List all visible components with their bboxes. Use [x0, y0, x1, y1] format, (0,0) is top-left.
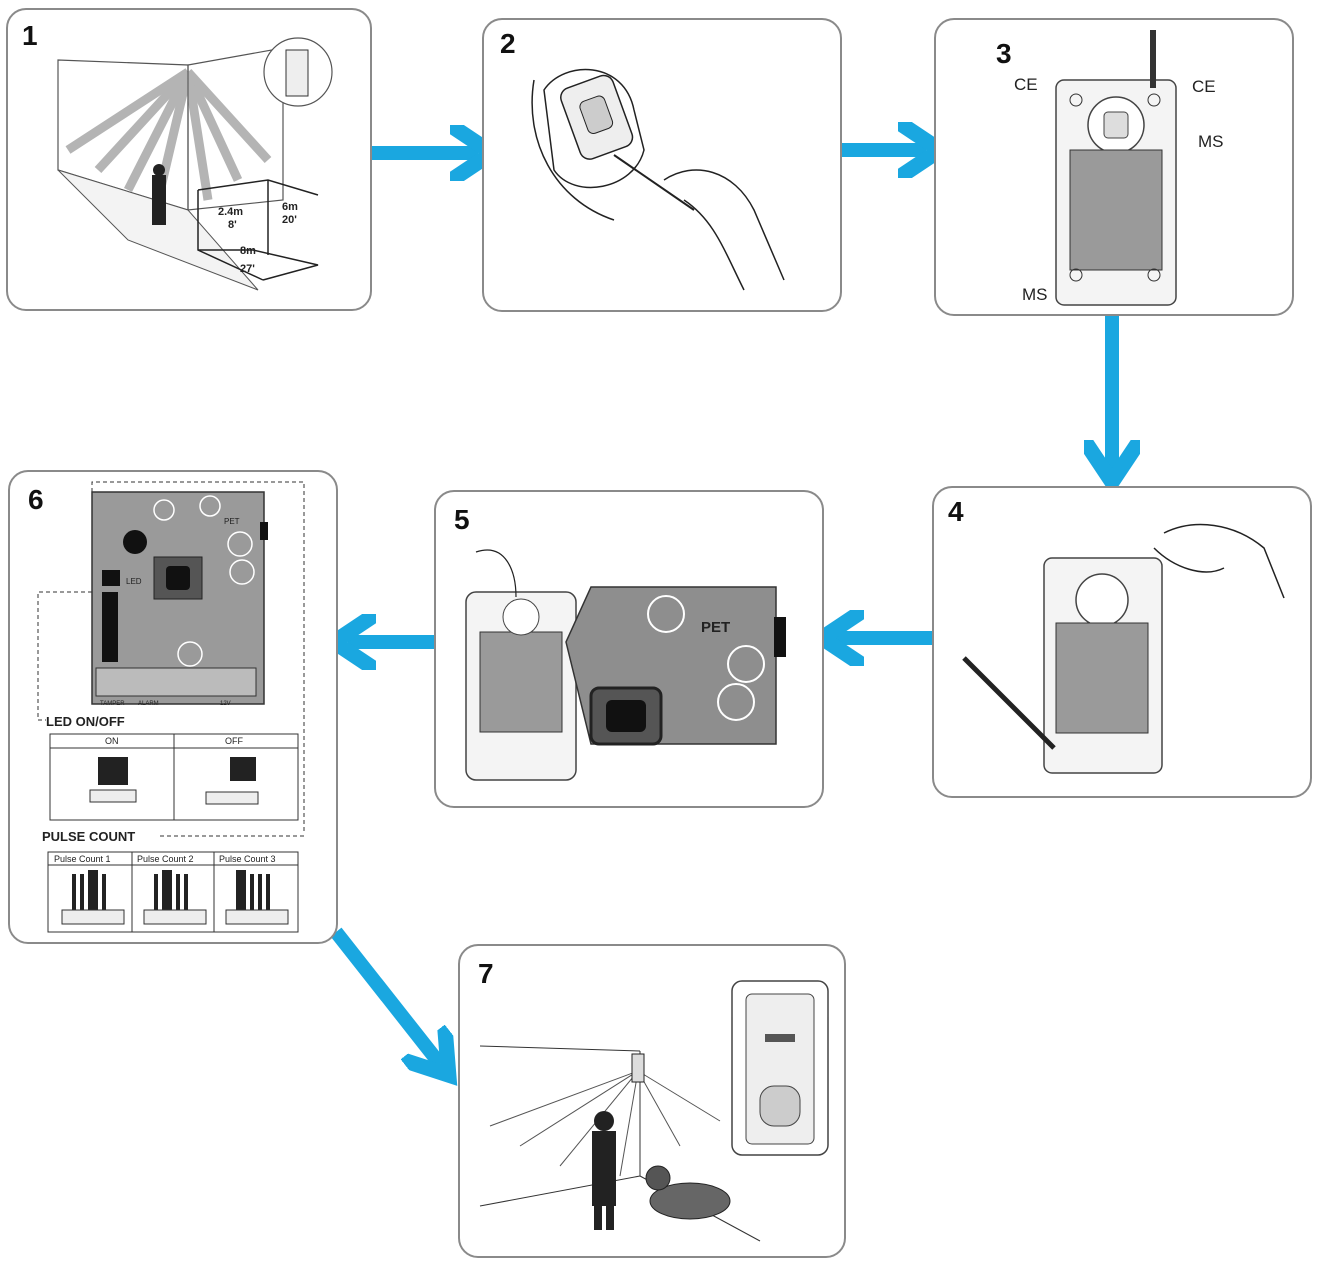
tamper-label: TAMPER: [100, 701, 125, 707]
pulse-count-title: PULSE COUNT: [42, 829, 135, 844]
ce-left-label: CE: [1014, 75, 1038, 94]
pet-label: PET: [701, 619, 730, 636]
step-1-panel: 1 2.4m 8' 6m 20' 8m 27': [6, 8, 372, 311]
pulse-count-1-label: Pulse Count 1: [54, 854, 111, 864]
pulse-count-2-label: Pulse Count 2: [137, 854, 194, 864]
led-onoff-title: LED ON/OFF: [46, 714, 125, 729]
led-label: LED: [126, 577, 142, 586]
step-6-panel: 6 PET LED TAMPER ALARM 12V LED ON/OFF ON…: [8, 470, 338, 944]
room-coverage-illustration: 2.4m 8' 6m 20' 8m 27': [57, 37, 333, 291]
step-number: 2: [500, 28, 516, 59]
depth-ft-label: 27': [240, 263, 255, 275]
step-3-panel: 3 CE CE MS MS: [934, 18, 1294, 316]
height-label: 2.4m: [218, 206, 243, 218]
step-number: 6: [28, 484, 44, 515]
off-label: OFF: [225, 736, 243, 746]
open-detector-illustration: [531, 68, 785, 291]
12v-label: 12V: [220, 701, 231, 707]
step-number: 5: [454, 504, 470, 535]
pet-jumper-illustration: PET: [465, 549, 786, 781]
pulse-count-3-label: Pulse Count 3: [219, 854, 276, 864]
step-4-panel: 4: [932, 486, 1312, 798]
height-ft-label: 8': [228, 219, 237, 231]
depth-label: 8m: [240, 245, 256, 257]
ms-left-label: MS: [1022, 285, 1048, 304]
ms-right-label: MS: [1198, 132, 1224, 151]
pet-immune-walk-test-illustration: [479, 980, 829, 1242]
detector-screws-illustration: CE CE MS MS: [1014, 30, 1224, 306]
step-number: 7: [478, 958, 494, 989]
step-7-panel: 7: [458, 944, 846, 1258]
width-label: 6m: [282, 201, 298, 213]
step-number: 3: [996, 38, 1012, 69]
step-2-panel: 2: [482, 18, 842, 312]
jumper-settings-illustration: PET LED TAMPER ALARM 12V LED ON/OFF ON O…: [37, 481, 305, 933]
step-number: 1: [22, 20, 38, 51]
alarm-label: ALARM: [138, 701, 159, 707]
mount-detector-illustration: [962, 523, 1285, 774]
on-label: ON: [105, 736, 119, 746]
step-5-panel: 5 PET: [434, 490, 824, 808]
pet-label: PET: [224, 517, 240, 526]
step-number: 4: [948, 496, 964, 527]
ce-right-label: CE: [1192, 77, 1216, 96]
arrow-6-to-7: [330, 927, 440, 1064]
width-ft-label: 20': [282, 214, 297, 226]
